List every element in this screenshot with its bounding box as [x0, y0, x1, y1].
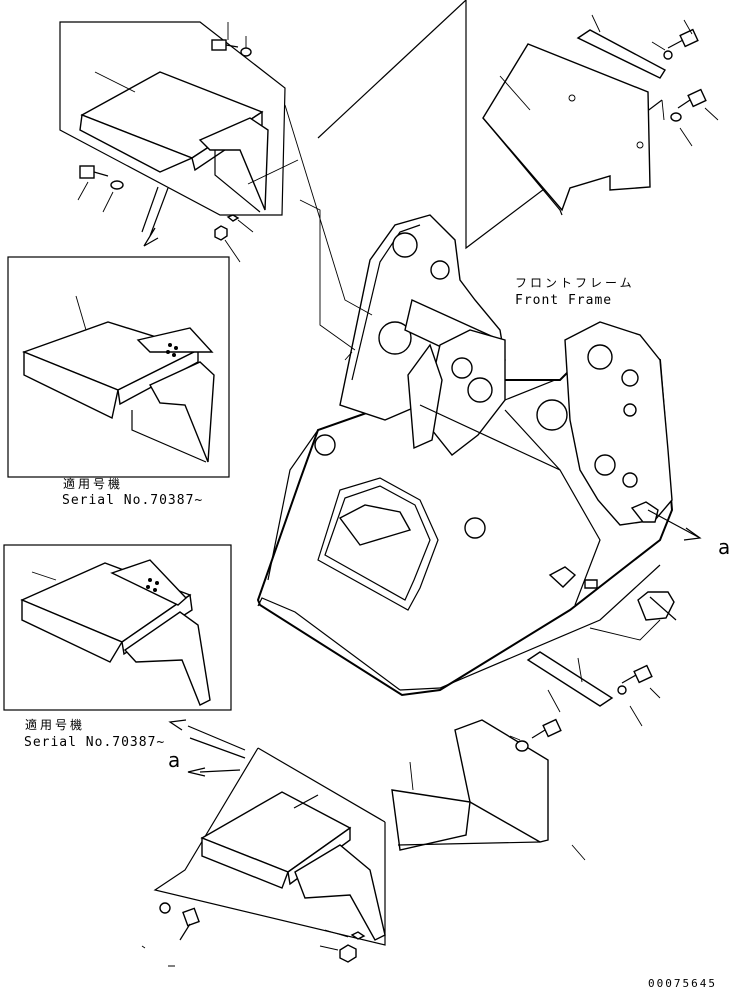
top-right-cover-assembly	[317, 0, 719, 250]
bottom-left-step-assembly	[141, 719, 386, 967]
inset-step-variant-2	[3, 544, 232, 711]
front-frame-label-jp: フロントフレーム	[515, 276, 635, 290]
serial-label-jp-1: 適用号機	[63, 477, 124, 491]
serial-label-jp-2: 適用号機	[25, 718, 86, 732]
drawing-number: 00075645	[648, 977, 717, 990]
top-left-step-assembly	[59, 21, 299, 263]
leader-lines	[284, 99, 665, 641]
serial-label-en-2: Serial No.70387~	[24, 735, 166, 750]
view-a-label-right: a	[718, 535, 732, 559]
serial-label-en-1: Serial No.70387~	[62, 493, 204, 508]
front-frame	[256, 214, 702, 697]
inset-step-variant-1	[7, 256, 230, 478]
bottom-right-cover-assembly	[391, 651, 661, 861]
view-a-label-left: a	[168, 748, 182, 772]
front-frame-label-en: Front Frame	[515, 293, 613, 308]
